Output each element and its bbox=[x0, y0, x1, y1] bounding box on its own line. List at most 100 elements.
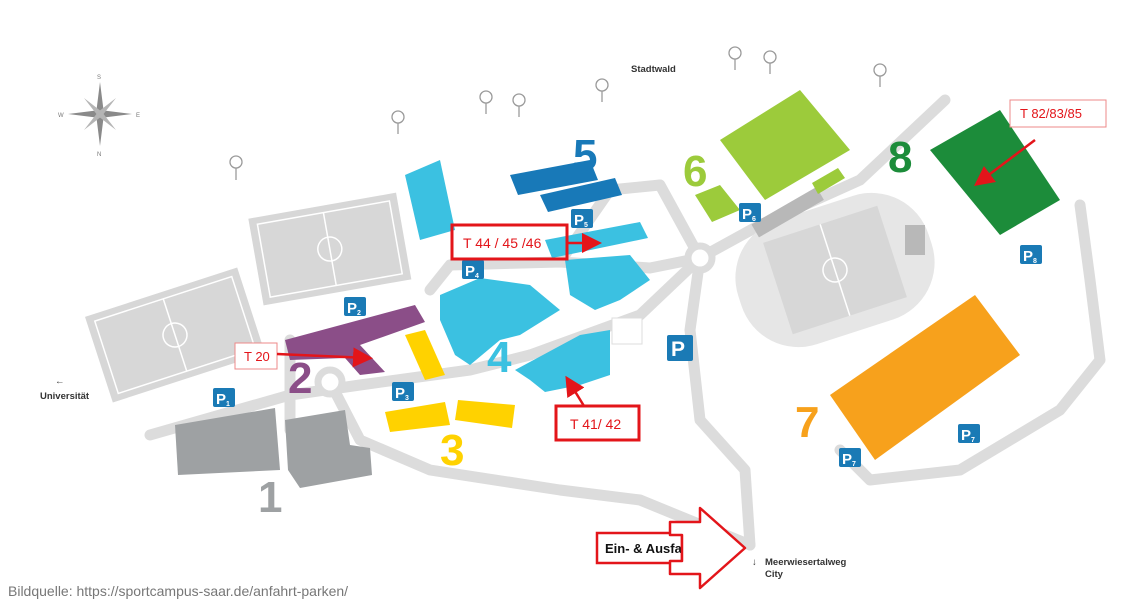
area-number-5: 5 bbox=[573, 131, 597, 180]
svg-text:7: 7 bbox=[971, 437, 975, 444]
compass-e: E bbox=[136, 113, 140, 119]
svg-text:P: P bbox=[742, 206, 752, 223]
label-stadtwald: Stadtwald bbox=[631, 64, 676, 75]
label-city: City bbox=[765, 569, 784, 580]
svg-text:P: P bbox=[216, 391, 226, 408]
annotation-entrance: Ein- & Ausfahrt bbox=[595, 506, 747, 590]
building-3a bbox=[405, 330, 445, 380]
svg-text:P: P bbox=[574, 212, 584, 229]
tree-icon bbox=[229, 155, 243, 180]
svg-text:T 41/ 42: T 41/ 42 bbox=[570, 416, 621, 432]
building-3c bbox=[455, 400, 515, 428]
building-1 bbox=[175, 408, 280, 475]
parking-p7-east: P 7 bbox=[958, 424, 980, 444]
annotation-t82: T 82/83/85 bbox=[974, 99, 1107, 187]
road-south bbox=[684, 252, 756, 551]
area-number-3: 3 bbox=[440, 426, 464, 475]
svg-text:P: P bbox=[842, 451, 852, 468]
building-6c bbox=[812, 168, 845, 194]
stadium bbox=[735, 192, 935, 348]
svg-text:3: 3 bbox=[405, 395, 409, 402]
area-number-8: 8 bbox=[888, 133, 912, 182]
tree-icon bbox=[595, 78, 609, 102]
svg-text:P: P bbox=[465, 263, 475, 280]
parking-p8: P 8 bbox=[1020, 245, 1042, 265]
building-6a bbox=[720, 90, 850, 200]
svg-text:7: 7 bbox=[852, 461, 856, 468]
svg-text:5: 5 bbox=[584, 222, 588, 229]
svg-text:Ein- & Ausfahrt: Ein- & Ausfahrt bbox=[605, 541, 700, 556]
field-middle bbox=[248, 192, 412, 306]
area-number-4: 4 bbox=[487, 333, 512, 382]
svg-text:T 82/83/85: T 82/83/85 bbox=[1020, 106, 1082, 121]
svg-text:P: P bbox=[395, 385, 405, 402]
area-number-1: 1 bbox=[258, 473, 282, 522]
roundabout-west bbox=[314, 366, 346, 398]
compass-s: S bbox=[97, 75, 101, 81]
parking-p7-south: P 7 bbox=[839, 448, 861, 468]
building-2 bbox=[285, 305, 425, 375]
parking-p2: P 2 bbox=[344, 297, 366, 317]
building-4c bbox=[515, 330, 610, 392]
building-3b bbox=[385, 402, 450, 432]
compass-n: N bbox=[97, 152, 101, 158]
universitaet-arrow: ← bbox=[55, 376, 65, 387]
field-left bbox=[85, 267, 265, 403]
roundabout-east bbox=[684, 242, 716, 274]
building-4b bbox=[440, 278, 560, 365]
svg-text:1: 1 bbox=[226, 401, 230, 408]
svg-text:P: P bbox=[671, 338, 685, 361]
annotation-t20: T 20 bbox=[234, 342, 373, 370]
building-4a bbox=[405, 160, 455, 240]
svg-text:6: 6 bbox=[752, 216, 756, 223]
building-4e bbox=[565, 255, 650, 310]
tree-icon bbox=[391, 110, 405, 134]
road-south-west bbox=[324, 376, 756, 551]
compass-w: W bbox=[58, 113, 64, 119]
building-white bbox=[611, 317, 643, 345]
entrance-arrow-icon bbox=[668, 506, 747, 590]
parking-main: P bbox=[667, 335, 693, 361]
road-east-loop bbox=[834, 199, 1106, 486]
building-8 bbox=[930, 110, 1060, 235]
label-universitaet: Universität bbox=[40, 391, 90, 402]
parking-p6: P 6 bbox=[739, 203, 761, 223]
tree-icon bbox=[512, 93, 526, 117]
tree-icon bbox=[763, 50, 777, 74]
label-meerwiesertalweg: Meerwiesertalweg bbox=[765, 557, 847, 568]
parking-p4: P 4 bbox=[462, 260, 484, 280]
svg-text:4: 4 bbox=[475, 273, 479, 280]
parking-p1: P 1 bbox=[213, 388, 235, 408]
tree-icon bbox=[728, 46, 742, 70]
tree-icon bbox=[873, 63, 887, 87]
stadium-stand-west bbox=[751, 186, 824, 238]
annotation-t41: T 41/ 42 bbox=[554, 375, 641, 442]
svg-text:8: 8 bbox=[1033, 258, 1037, 265]
tree-icon bbox=[479, 90, 493, 114]
building-4d bbox=[545, 222, 648, 258]
svg-text:P: P bbox=[961, 427, 971, 444]
area-number-7: 7 bbox=[795, 398, 819, 447]
annotation-t44: T 44 / 45 /46 bbox=[450, 223, 602, 261]
parking-p3: P 3 bbox=[392, 382, 414, 402]
building-7 bbox=[830, 295, 1020, 460]
area-number-2: 2 bbox=[288, 354, 312, 403]
svg-text:T 20: T 20 bbox=[244, 349, 270, 364]
image-source: Bildquelle: https://sportcampus-saar.de/… bbox=[8, 583, 349, 599]
building-1b bbox=[285, 410, 372, 488]
building-5a bbox=[510, 160, 598, 195]
building-5b bbox=[540, 178, 622, 212]
area-number-6: 6 bbox=[683, 147, 707, 196]
building-6b bbox=[695, 185, 740, 222]
svg-text:T 44 / 45 /46: T 44 / 45 /46 bbox=[463, 235, 542, 251]
svg-text:P: P bbox=[1023, 248, 1033, 265]
parking-p5: P 5 bbox=[571, 209, 593, 229]
compass-icon: S N W E bbox=[58, 75, 140, 158]
trees bbox=[229, 46, 887, 180]
city-arrow: ↓ bbox=[752, 557, 757, 568]
road-west bbox=[144, 349, 536, 441]
svg-text:P: P bbox=[347, 300, 357, 317]
stadium-stand-east bbox=[905, 225, 925, 255]
svg-text:2: 2 bbox=[357, 310, 361, 317]
